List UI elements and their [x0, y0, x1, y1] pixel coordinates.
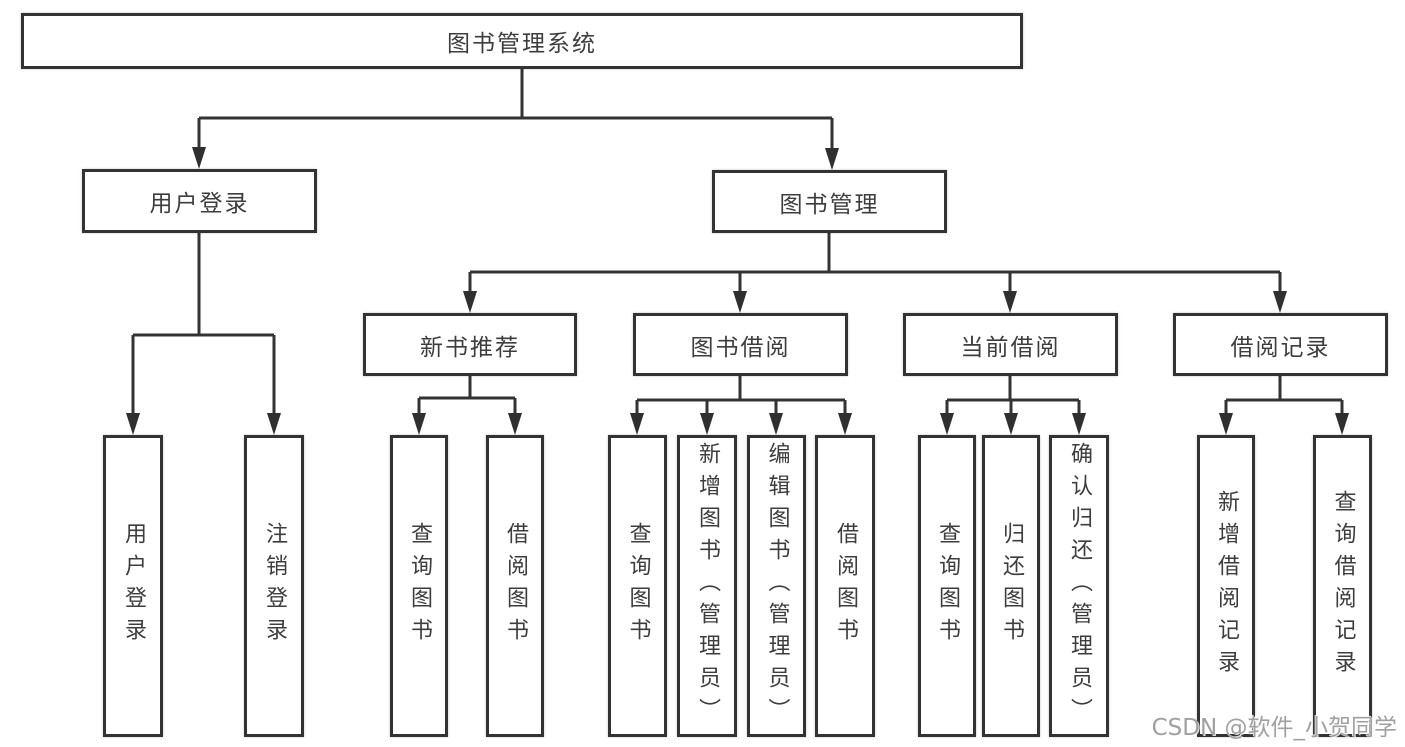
leaf-add-borrow-record: 新增借阅记录 [1197, 435, 1255, 737]
arrowheads [126, 147, 1349, 435]
leaf-confirm-return-admin: 确认归还（管理员） [1049, 435, 1109, 737]
leaf-query-books-borrowing: 查询图书 [608, 435, 667, 737]
leaf-logout: 注销登录 [244, 435, 304, 737]
leaf-borrow-books: 借阅图书 [815, 435, 875, 737]
node-label: 确认归还（管理员） [1067, 442, 1092, 730]
node-new-book-recommend: 新书推荐 [363, 313, 577, 376]
leaf-add-books-admin: 新增图书（管理员） [677, 435, 737, 737]
node-label: 用户登录 [121, 522, 146, 650]
node-label: 查询图书 [935, 522, 960, 650]
leaf-user-login: 用户登录 [103, 435, 163, 737]
node-label: 新增借阅记录 [1214, 490, 1239, 682]
leaf-query-borrow-record: 查询借阅记录 [1313, 435, 1372, 737]
node-book-borrowing: 图书借阅 [633, 313, 848, 376]
node-label: 编辑图书（管理员） [764, 442, 790, 730]
node-label: 图书借阅 [690, 334, 791, 361]
node-library-management-system: 图书管理系统 [21, 13, 1023, 69]
node-label: 新书推荐 [420, 334, 520, 361]
leaf-edit-books-admin: 编辑图书（管理员） [747, 435, 806, 737]
leaf-query-books-current: 查询图书 [918, 435, 976, 737]
node-borrow-records: 借阅记录 [1173, 313, 1388, 376]
leaf-return-books: 归还图书 [982, 435, 1040, 737]
node-label: 查询图书 [625, 522, 651, 650]
node-user-login: 用户登录 [82, 169, 317, 233]
node-label: 注销登录 [262, 522, 287, 650]
node-label: 用户登录 [149, 191, 250, 217]
csdn-watermark: CSDN @软件_小贺同学 [1151, 715, 1397, 741]
node-label: 图书管理 [779, 191, 880, 218]
node-label: 借阅图书 [503, 522, 528, 650]
node-book-management: 图书管理 [712, 170, 947, 233]
node-label: 归还图书 [999, 522, 1024, 650]
node-current-borrowing: 当前借阅 [903, 313, 1118, 376]
node-label: 借阅记录 [1230, 334, 1331, 361]
node-label: 查询图书 [407, 522, 432, 650]
node-label: 当前借阅 [960, 334, 1061, 361]
leaf-query-books-newbook: 查询图书 [390, 435, 448, 737]
node-label: 查询借阅记录 [1330, 490, 1356, 682]
node-label: 新增图书（管理员） [695, 442, 720, 730]
node-label: 借阅图书 [833, 522, 858, 650]
node-label: 图书管理系统 [447, 31, 597, 57]
leaf-borrow-books-newbook: 借阅图书 [486, 435, 544, 737]
